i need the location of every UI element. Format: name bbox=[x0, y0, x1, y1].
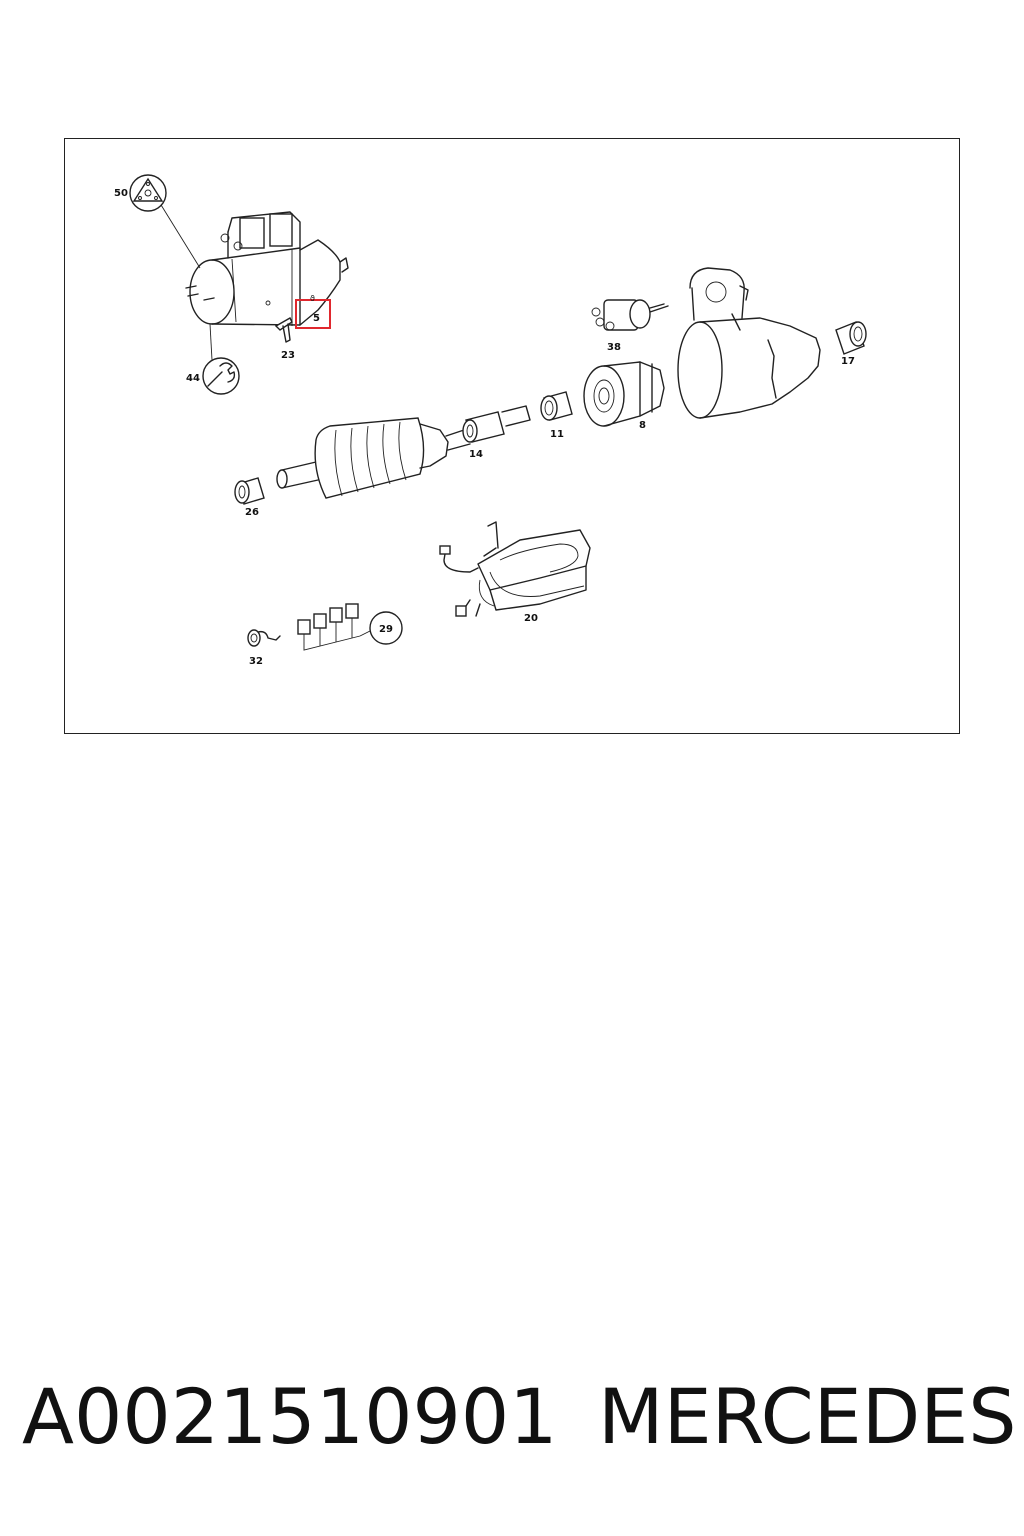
small-marker-5: ϑ bbox=[310, 294, 315, 303]
highlight-box-callout-5 bbox=[295, 299, 331, 329]
caption-bar: A0021510901 MERCEDES bbox=[0, 1372, 1024, 1472]
callout-29-circle bbox=[369, 611, 403, 645]
spring-part-32[interactable] bbox=[247, 629, 281, 647]
callout-26[interactable]: 26 bbox=[245, 507, 259, 518]
callout-29[interactable]: 29 bbox=[379, 624, 393, 635]
bushing-part-26[interactable] bbox=[234, 477, 265, 505]
part-number: A0021510901 bbox=[22, 1372, 558, 1461]
callout-17[interactable]: 17 bbox=[841, 356, 855, 367]
field-winding-part-20[interactable] bbox=[439, 521, 591, 617]
bushing-part-14[interactable] bbox=[462, 411, 505, 443]
callout-32[interactable]: 32 bbox=[249, 656, 263, 667]
callout-5[interactable]: 5 bbox=[313, 313, 320, 324]
callout-11[interactable]: 11 bbox=[550, 429, 564, 440]
callout-38[interactable]: 38 bbox=[607, 342, 621, 353]
callout-14[interactable]: 14 bbox=[469, 449, 483, 460]
brush-set-part-29[interactable] bbox=[297, 603, 373, 651]
bushing-part-17[interactable] bbox=[835, 321, 867, 355]
callout-50-nut-icon[interactable] bbox=[129, 174, 167, 212]
callout-50[interactable]: 50 bbox=[114, 188, 128, 199]
bushing-part-11[interactable] bbox=[540, 391, 573, 421]
brand-name: MERCEDES bbox=[598, 1372, 1017, 1461]
callout-44-wrench-icon[interactable] bbox=[202, 357, 240, 395]
pinion-drive-part-8[interactable] bbox=[583, 361, 665, 427]
callout-20[interactable]: 20 bbox=[524, 613, 538, 624]
callout-8[interactable]: 8 bbox=[639, 420, 646, 431]
screw-part-23[interactable] bbox=[274, 317, 293, 343]
callout-23[interactable]: 23 bbox=[281, 350, 295, 361]
drive-end-housing[interactable] bbox=[677, 267, 821, 419]
solenoid-part-38[interactable] bbox=[591, 299, 669, 331]
starter-motor-assembly[interactable] bbox=[185, 211, 349, 326]
armature[interactable] bbox=[276, 405, 531, 499]
callout-44[interactable]: 44 bbox=[186, 373, 200, 384]
diagram-frame bbox=[64, 138, 960, 734]
